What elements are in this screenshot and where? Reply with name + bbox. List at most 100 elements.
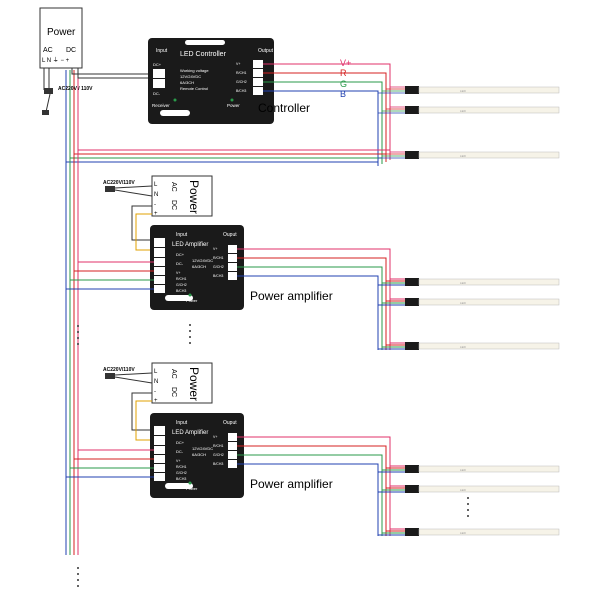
amp2-input-label: Input — [176, 420, 188, 426]
pwr2-minus: - — [154, 389, 156, 395]
pwr2-plus: + — [154, 398, 158, 404]
amp2-in-b: B/CH3 — [176, 477, 186, 481]
wire-label-vplus: V+ — [340, 58, 351, 68]
pwr1-ac-note: AC220V/110V — [103, 180, 135, 186]
led-strip-6: LED — [405, 342, 560, 350]
amp1-dcplus: DC+ — [176, 252, 185, 257]
ctrl-spec2: 12V/24VDC — [180, 74, 201, 79]
amp1-title: LED Amplifier — [172, 242, 208, 248]
ctrl-receiver: Receiver — [152, 103, 170, 108]
ctrl-title: LED Controller — [180, 51, 227, 58]
amp1-dcminus: DC- — [176, 261, 184, 266]
top-power-dc: DC — [66, 47, 76, 54]
amp2-in-r: R/CH1 — [176, 465, 187, 469]
pwr2-ac-note: AC220V/110V — [103, 367, 135, 373]
pwr1-minus: - — [154, 202, 156, 208]
pwr2-title: Power — [187, 367, 201, 401]
amp1-power-led: Power — [186, 298, 198, 303]
amp2-spec1: 12V/24VDC — [192, 446, 213, 451]
controller-to-bus — [65, 149, 391, 170]
led-strip-5: LED — [405, 298, 560, 306]
strip8-label: LED — [460, 488, 467, 492]
amp1-spec2: 6A/3CH — [192, 264, 206, 269]
led-strip-4: LED — [405, 278, 560, 286]
top-power-title: Power — [47, 27, 76, 38]
ctrl-out4: B/CH3 — [236, 89, 246, 93]
amp2-dcplus: DC+ — [176, 440, 185, 445]
pwr1-plus: + — [154, 211, 158, 217]
wire-label-g: G — [340, 79, 347, 89]
amp2-output-wires — [237, 436, 405, 536]
amp1-in-g: G/CH2 — [176, 283, 187, 287]
continuation-dots — [77, 324, 469, 587]
pwr2-dc: DC — [170, 387, 177, 397]
wire-label-r: R — [340, 68, 347, 78]
amp2-out-v: V+ — [213, 435, 217, 439]
amp2-out-g: G/CH2 — [213, 453, 224, 457]
ctrl-spec1: Working voltage — [180, 68, 209, 73]
amp2-spec2: 6A/3CH — [192, 452, 206, 457]
led-strip-1: LED — [405, 86, 560, 94]
led-strip-9: LED — [405, 528, 560, 536]
amp2-power-led: Power — [186, 486, 198, 491]
pwr1-dc: DC — [170, 200, 177, 210]
bus-to-amp2 — [66, 449, 154, 478]
led-strip-3: LED — [405, 151, 560, 159]
top-power-ac: AC — [43, 47, 53, 54]
wire-label-b: B — [340, 89, 346, 99]
top-power-supply: Power AC DC L N ⏚ − + AC220V / 110V — [39, 7, 150, 115]
led-strip-8: LED — [405, 485, 560, 493]
bus-wires — [65, 70, 79, 555]
ctrl-out2: R/CH1 — [236, 71, 247, 75]
controller-device: Input Output LED Controller DC+ DC- Work… — [148, 38, 274, 124]
ctrl-out1: V+ — [236, 62, 240, 66]
pwr2-l: L — [154, 369, 158, 375]
strip1-label: LED — [460, 89, 467, 93]
amp2-in-v: V+ — [176, 459, 180, 463]
amp1-out-b: B/CH3 — [213, 274, 223, 278]
ctrl-input-label: Input — [156, 48, 168, 54]
ctrl-spec3: 6A/3CH — [180, 80, 194, 85]
amp1-output-label: Ouput — [223, 232, 237, 238]
amp2-output-label: Ouput — [223, 420, 237, 426]
amp1-out-r: R/CH1 — [213, 256, 224, 260]
amp1-in-r: R/CH1 — [176, 277, 187, 281]
amp1-in-b: B/CH3 — [176, 289, 186, 293]
amp2-dcminus: DC- — [176, 449, 184, 454]
pwr1-title: Power — [187, 180, 201, 214]
amplifier-1: Input Ouput LED Amplifier DC+ DC- V+ R/C… — [150, 225, 244, 310]
led-strip-2: LED — [405, 106, 560, 114]
strip4-label: LED — [460, 281, 467, 285]
amp1-input-label: Input — [176, 232, 188, 238]
ctrl-power-led: Power — [227, 103, 240, 108]
amp2-out-b: B/CH3 — [213, 462, 223, 466]
pwr2-ac: AC — [170, 369, 177, 379]
strip2-label: LED — [460, 109, 467, 113]
pwr2-n: N — [154, 379, 158, 385]
strip7-label: LED — [460, 468, 467, 472]
bus-to-amp1 — [66, 261, 154, 290]
strip3-label: LED — [460, 154, 467, 158]
pwr1-n: N — [154, 192, 158, 198]
amplifier-2: Input Ouput LED Amplifier DC+ DC- V+ R/C… — [150, 413, 244, 498]
ctrl-out3: G/CH2 — [236, 80, 247, 84]
ctrl-output-label: Output — [258, 48, 274, 54]
ctrl-dc-plus: DC+ — [153, 62, 162, 67]
amplifier-1-caption: Power amplifier — [250, 289, 333, 303]
controller-output-wires — [263, 63, 391, 166]
strip5-label: LED — [460, 301, 467, 305]
amp2-title: LED Amplifier — [172, 430, 208, 436]
amp2-out-r: R/CH1 — [213, 444, 224, 448]
top-power-ac-note: AC220V / 110V — [58, 86, 93, 92]
amp1-output-wires — [237, 248, 405, 350]
amplifier-2-caption: Power amplifier — [250, 477, 333, 491]
led-strip-7: LED — [405, 465, 560, 473]
strip6-label: LED — [460, 345, 467, 349]
top-power-terminals: L N ⏚ − + — [42, 57, 70, 64]
amp1-out-g: G/CH2 — [213, 265, 224, 269]
ctrl-dc-minus: DC- — [153, 91, 161, 96]
side-power-supply-1: L N - + AC DC Power AC220V/110V — [103, 175, 213, 251]
strip9-label: LED — [460, 531, 467, 535]
amp1-out-v: V+ — [213, 247, 217, 251]
side-power-supply-2: L N - + AC DC Power AC220V/110V — [103, 362, 213, 441]
